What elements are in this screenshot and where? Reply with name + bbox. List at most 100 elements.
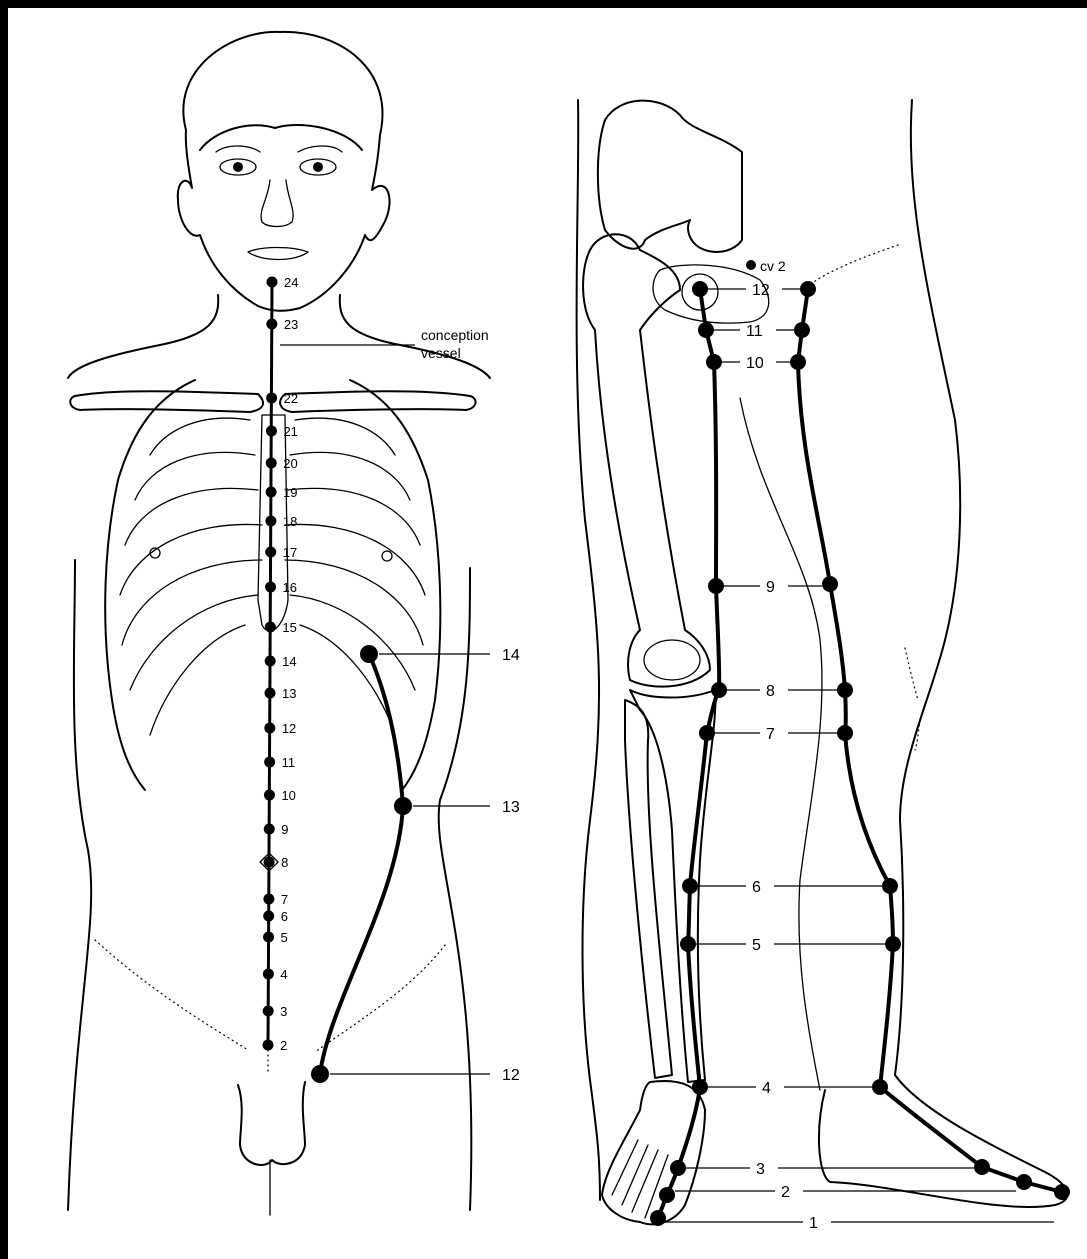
cv2-point [746,260,756,270]
leg-point-front-5 [680,936,696,952]
toe-bones [612,1140,678,1222]
left-brow [216,146,260,152]
cv-point-label-14: 14 [282,654,296,669]
cv-point-label-23: 23 [284,317,298,332]
femur [583,234,710,686]
torso-liver-point-14 [360,645,378,663]
cv-point-12 [264,723,275,734]
cv-point-label-8: 8 [281,855,288,870]
cv-point-23 [266,319,277,330]
torso-liver-label-12: 12 [502,1067,520,1084]
cv-point-label-7: 7 [281,892,288,907]
cv-point-9 [264,824,275,835]
cv-point-label-6: 6 [281,909,288,924]
fibula [625,700,672,1078]
cv-point-8 [264,857,275,868]
right-nipple-icon [382,551,392,561]
cv-point-3 [263,1006,274,1017]
leg-points [650,281,1070,1226]
cv-point-label-22: 22 [284,391,298,406]
leg-point-front-11 [698,322,714,338]
thigh-detail [812,245,898,283]
conception-label-line1: conception [421,327,489,343]
torso-liver-meridian [320,654,403,1074]
patella [644,640,700,680]
cv-point-label-21: 21 [283,424,297,439]
leg-label-9: 9 [766,579,775,596]
leg-label-11: 11 [746,323,763,340]
cv-point-21 [266,426,277,437]
torso-liver-points: 14 13 12 [311,645,520,1084]
hairline [200,125,362,150]
leg-point-medial-5 [885,936,901,952]
conception-label-line2: vessel [421,345,461,361]
cv-point-label-9: 9 [281,822,288,837]
cv-point-label-20: 20 [283,456,297,471]
cv-point-label-13: 13 [282,686,296,701]
cv-point-2 [263,1040,274,1051]
leg-point-medial-9 [822,576,838,592]
cv-point-5 [263,932,274,943]
torso-liver-point-13 [394,797,412,815]
inguinal-left [95,940,248,1050]
leg-label-12: 12 [752,282,770,299]
leg-label-10: 10 [746,355,764,372]
leg-point-medial-8 [837,682,853,698]
cv2-label: cv 2 [760,258,786,274]
leg-point-front-8 [711,682,727,698]
cv-point-label-24: 24 [284,275,298,290]
cv-point-7 [263,894,274,905]
right-flank [439,568,472,1210]
cv-point-10 [264,790,275,801]
cv-point-17 [265,547,276,558]
leg-point-front-6 [682,878,698,894]
leg-point-medial-3 [974,1159,990,1175]
leg-point-front-1 [650,1210,666,1226]
left-pupil [233,162,243,172]
leg-label-4: 4 [762,1080,771,1097]
cv-point-label-17: 17 [283,545,297,560]
inguinal-right [315,945,445,1052]
leg-label-3: 3 [756,1161,765,1178]
right-ribs [285,418,425,735]
cv-point-11 [264,757,275,768]
medial-leg-contour [740,398,822,1090]
cv-point-label-12: 12 [282,721,296,736]
leg-point-medial-4 [872,1079,888,1095]
leg-point-medial-11 [794,322,810,338]
knee-detail [905,648,918,700]
leg-point-medial-6 [882,878,898,894]
cv-point-label-18: 18 [283,514,297,529]
leg-labels: 121110987654321 [666,282,1054,1232]
leg-point-medial-7 [837,725,853,741]
leg-point-front-10 [706,354,722,370]
leg-outline-left [577,100,600,1200]
mouth [248,248,308,260]
cv-point-label-16: 16 [283,580,297,595]
pelvis-outline [238,1082,305,1165]
leg-point-medial-10 [790,354,806,370]
leg-point-front-3 [670,1160,686,1176]
cv-point-15 [265,622,276,633]
cv-point-label-15: 15 [282,620,296,635]
right-clavicle [280,391,475,412]
leg-label-1: 1 [809,1215,818,1232]
torso-liver-label-14: 14 [502,647,520,664]
cv-point-label-10: 10 [281,788,295,803]
cv-point-label-19: 19 [283,485,297,500]
cv-point-19 [266,487,277,498]
leg-label-5: 5 [752,937,761,954]
cv-point-label-5: 5 [281,930,288,945]
right-pupil [313,162,323,172]
leg-point-front-7 [699,725,715,741]
cv-point-label-3: 3 [280,1004,287,1019]
head-outline [178,32,390,311]
cv-point-14 [265,656,276,667]
leg-point-medial-2 [1016,1174,1032,1190]
left-ribs [120,418,262,735]
cv-point-18 [265,516,276,527]
cv-point-24 [267,277,278,288]
torso-liver-label-13: 13 [502,799,520,816]
leg-point-front-12 [692,281,708,297]
leg-point-medial-1 [1054,1184,1070,1200]
